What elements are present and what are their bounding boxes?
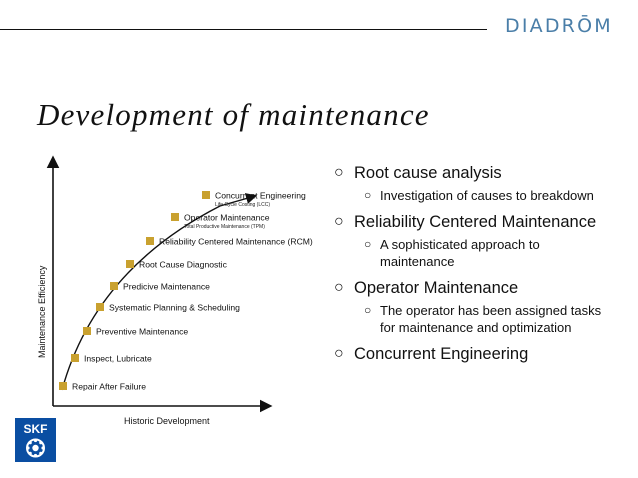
step-label: Reliability Centered Maintenance (RCM) [159,237,313,247]
y-axis-label: Maintenance Efficiency [37,265,47,358]
step-marker [126,260,134,268]
step-marker [146,237,154,245]
step-marker [59,382,67,390]
sub-bullet-marker-icon: ○ [364,188,372,202]
bullet-text: Reliability Centered Maintenance [354,213,597,231]
step-marker [71,354,79,362]
sub-bullet-text: Investigation of causes to breakdown [380,188,594,203]
bullet-text: Operator Maintenance [354,279,519,297]
step-marker [202,191,210,199]
bullet-text: Root cause analysis [354,164,502,182]
step-marker [83,327,91,335]
sub-bullet-item: ○ The operator has been assigned tasks fo… [364,302,634,336]
x-axis-label: Historic Development [124,416,210,426]
step-label: Concurrent Engineering [215,191,306,201]
skf-logo: SKF [15,418,56,462]
step-label: Operator Maintenance [184,213,270,223]
brand-text: DIADRŌM [505,13,613,37]
step-label: Root Cause Diagnostic [139,260,228,270]
step-label: Preventive Maintenance [96,327,188,337]
bullet-item: ○ Reliability Centered Maintenance [334,212,634,232]
diadrom-logo: DIADRŌM [505,13,613,37]
step-label: Systematic Planning & Scheduling [109,303,240,313]
bullet-marker-icon: ○ [334,345,344,362]
header-rule [0,29,487,30]
sub-bullet-text: The operator has been assigned tasks for… [380,303,602,335]
bullet-marker-icon: ○ [334,213,344,230]
bullet-list: ○ Root cause analysis ○ Investigation of c… [334,163,634,368]
bullet-marker-icon: ○ [334,279,344,296]
sub-bullet-text: A sophisticated approach to maintenance [380,237,540,269]
bullet-item: ○ Concurrent Engineering [334,344,634,364]
step-sublabel: Life Cycle Costing (LCC) [215,202,270,208]
sub-bullet-marker-icon: ○ [364,303,372,317]
bullet-item: ○ Root cause analysis [334,163,634,183]
maintenance-evolution-diagram: Maintenance Efficiency Historic Developm… [37,155,313,426]
slide-title: Development of maintenance [37,97,430,132]
bullet-text: Concurrent Engineering [354,345,529,363]
step-label: Repair After Failure [72,382,146,392]
step-label: Inspect, Lubricate [84,354,152,364]
step-label: Predicive Maintenance [123,282,210,292]
step-sublabel: Total Productive Maintenance (TPM) [184,224,265,230]
bullet-marker-icon: ○ [334,164,344,181]
bullet-item: ○ Operator Maintenance [334,278,634,298]
step-marker [171,213,179,221]
sub-bullet-item: ○ Investigation of causes to breakdown [364,187,634,204]
step-marker [96,303,104,311]
sub-bullet-marker-icon: ○ [364,237,372,251]
step-marker [110,282,118,290]
skf-text: SKF [24,422,48,436]
sub-bullet-item: ○ A sophisticated approach to maintenance [364,236,634,270]
